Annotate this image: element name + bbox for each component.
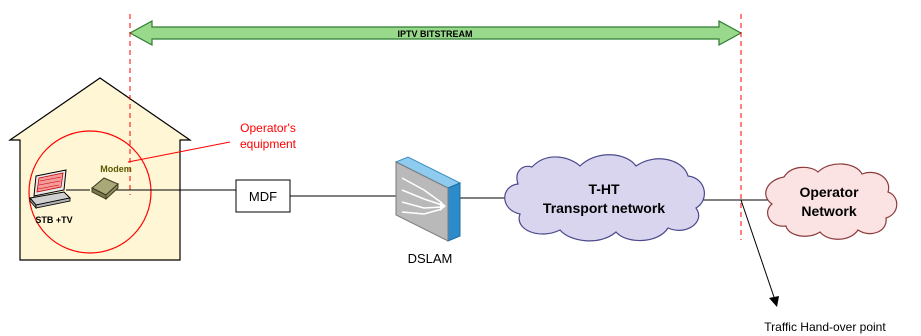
transport-network-label-line2: Transport network bbox=[543, 200, 665, 216]
handover-pointer-line bbox=[740, 199, 776, 301]
stb-tv-label: STB +TV bbox=[35, 215, 72, 225]
mdf-label: MDF bbox=[249, 189, 277, 204]
stb-tv-icon bbox=[29, 169, 72, 210]
operator-equipment-label-line1: Operator's bbox=[240, 121, 296, 135]
transport-network-label-line1: T-HT bbox=[588, 181, 620, 197]
operator-equipment-pointer bbox=[127, 141, 231, 163]
modem-label: Modem bbox=[100, 164, 132, 174]
house-outline bbox=[8, 77, 192, 261]
dslam-label: DSLAM bbox=[408, 251, 453, 266]
dslam-icon bbox=[394, 156, 462, 242]
modem-icon bbox=[91, 177, 119, 201]
mdf-box bbox=[235, 179, 291, 213]
operator-equipment-label-line2: equipment bbox=[240, 137, 297, 151]
operator-network-label-line2: Network bbox=[801, 203, 856, 219]
operator-network-cloud bbox=[765, 163, 898, 240]
handover-label: Traffic Hand-over point bbox=[764, 320, 886, 334]
handover-arrowhead bbox=[769, 296, 779, 307]
operator-equipment-circle bbox=[28, 130, 152, 254]
operator-network-label-line1: Operator bbox=[799, 184, 859, 200]
transport-network-cloud bbox=[504, 154, 705, 242]
iptv-bitstream-label: IPTV BITSTREAM bbox=[397, 29, 472, 39]
